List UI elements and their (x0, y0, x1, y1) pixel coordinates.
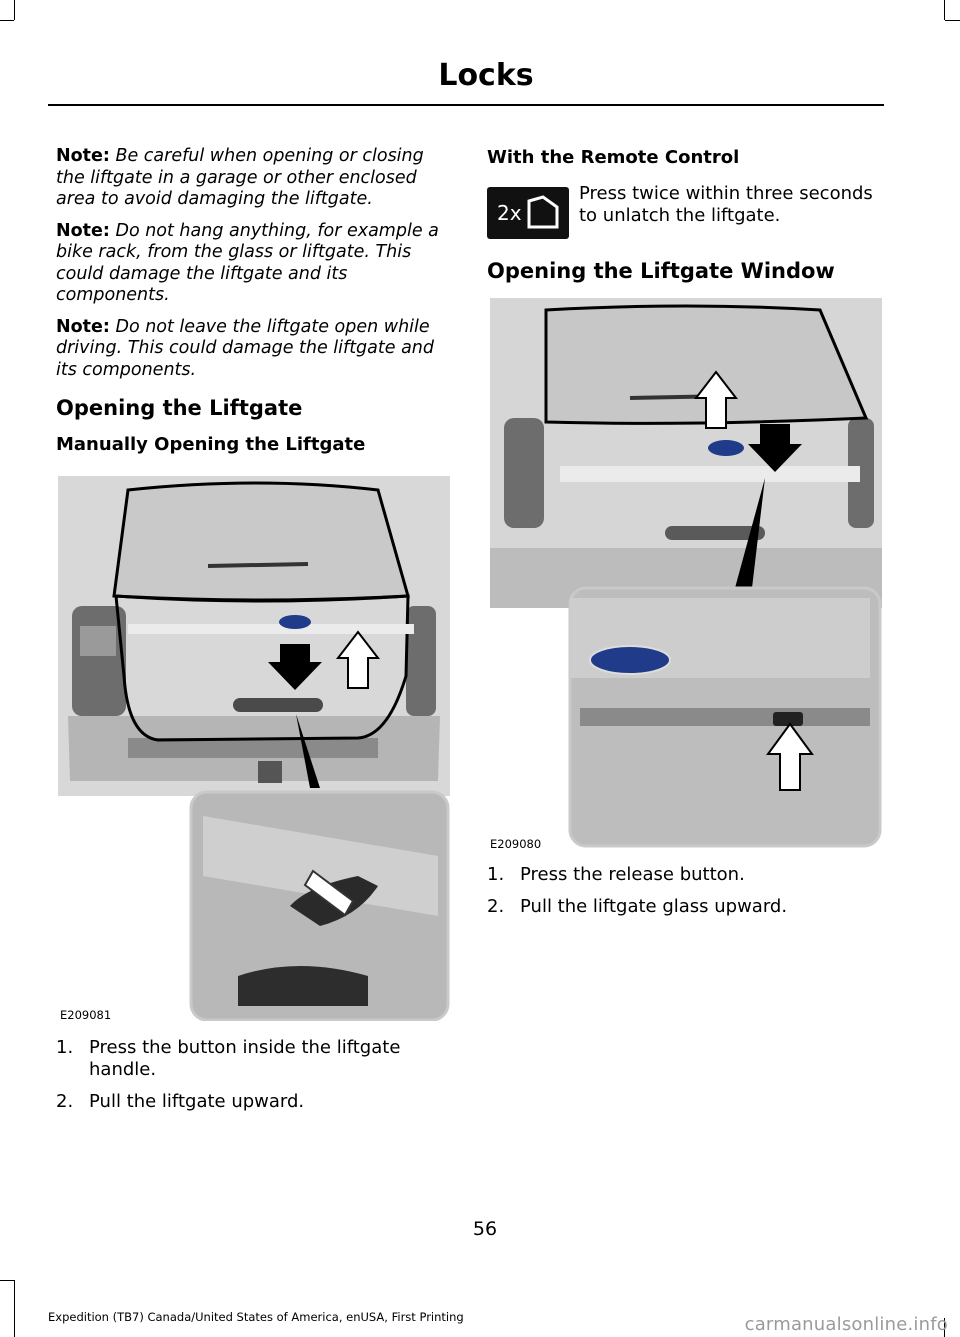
left-column: Note: Be careful when opening or closing… (56, 146, 450, 457)
section-heading-window: Opening the Liftgate Window (487, 259, 835, 283)
left-steps: 1. Press the button inside the liftgate h… (56, 1037, 450, 1123)
step-number: 1. (487, 864, 505, 885)
step-text: Pull the liftgate glass upward. (520, 896, 788, 917)
crop-mark (0, 20, 14, 21)
watermark: carmanualsonline.info (744, 1314, 948, 1335)
remote-icon-label: 2x (497, 201, 522, 225)
list-item: 1. Press the button inside the liftgate h… (56, 1037, 450, 1081)
step-number: 1. (56, 1037, 74, 1058)
note-bike-rack: Note: Do not hang anything, for example … (56, 221, 450, 307)
remote-instruction: Press twice within three seconds to unla… (579, 183, 873, 226)
remote-liftgate-icon: 2x (487, 187, 569, 239)
list-item: 1. Press the release button. (487, 864, 882, 886)
page-number: 56 (472, 1218, 498, 1240)
liftgate-steps-list: 1. Press the button inside the liftgate h… (56, 1037, 450, 1113)
list-item: 2. Pull the liftgate glass upward. (487, 896, 882, 918)
note-text: Do not leave the liftgate open while dri… (56, 316, 435, 380)
note-garage: Note: Be careful when opening or closing… (56, 146, 450, 211)
figure-liftgate-window: E209080 (490, 298, 882, 850)
subheading-manual: Manually Opening the Liftgate (56, 434, 366, 455)
crop-mark (14, 0, 15, 20)
step-text: Press the release button. (520, 864, 745, 885)
window-steps-list: 1. Press the release button. 2. Pull the l… (487, 864, 882, 918)
crop-mark (0, 1280, 14, 1281)
note-label: Note: (56, 146, 110, 166)
subheading-remote: With the Remote Control (487, 147, 740, 168)
crop-mark (945, 20, 960, 21)
figure-liftgate: E209081 (58, 476, 450, 1021)
crop-mark (14, 1280, 15, 1337)
crop-mark (944, 1318, 945, 1337)
right-column: With the Remote Control (487, 146, 882, 170)
note-driving: Note: Do not leave the liftgate open whi… (56, 317, 450, 382)
page-title: Locks (438, 58, 534, 93)
note-label: Note: (56, 220, 110, 241)
step-number: 2. (56, 1091, 74, 1112)
figure-code: E209080 (490, 837, 542, 850)
figure-code: E209081 (60, 1008, 112, 1021)
step-text: Pull the liftgate upward. (89, 1091, 305, 1112)
header-rule (48, 104, 884, 106)
step-text: Press the button inside the liftgate han… (89, 1037, 401, 1080)
note-text: Do not hang anything, for example a bike… (56, 220, 439, 306)
section-heading-liftgate: Opening the Liftgate (56, 396, 303, 420)
list-item: 2. Pull the liftgate upward. (56, 1091, 450, 1113)
crop-mark (944, 0, 945, 20)
step-number: 2. (487, 896, 505, 917)
right-steps: 1. Press the release button. 2. Pull the l… (487, 864, 882, 928)
note-text: Be careful when opening or closing the l… (56, 146, 424, 209)
note-label: Note: (56, 316, 110, 337)
footer-text: Expedition (TB7) Canada/United States of… (48, 1310, 464, 1324)
